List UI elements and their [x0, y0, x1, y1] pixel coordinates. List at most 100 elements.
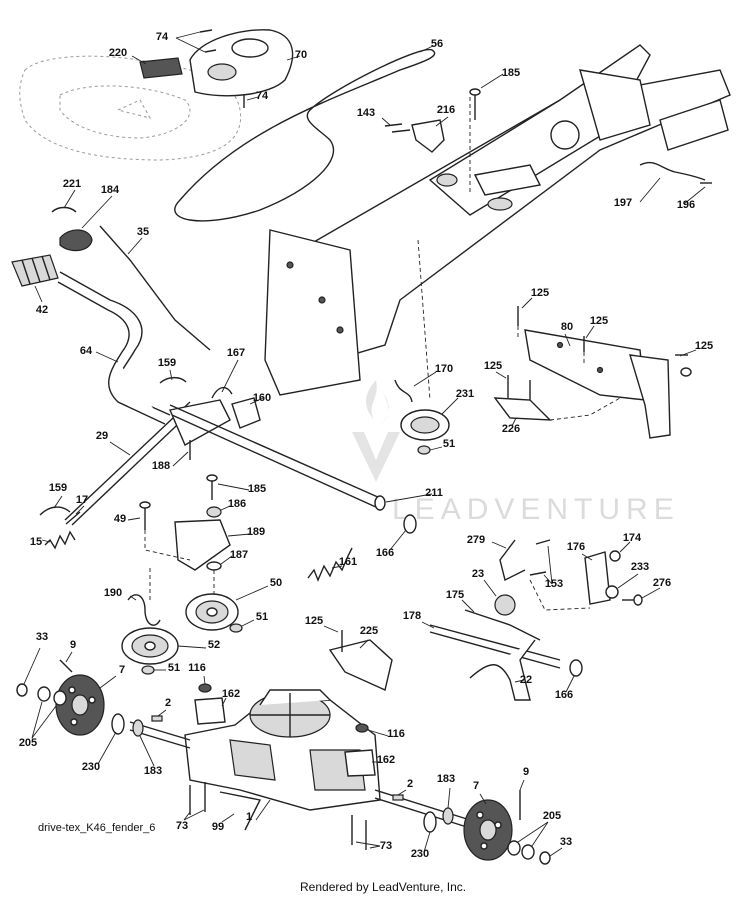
- callout-186[interactable]: 186: [228, 498, 246, 510]
- bracket-80[interactable]: [524, 329, 671, 439]
- callout-190[interactable]: 190: [104, 587, 122, 599]
- bracket-225[interactable]: [328, 639, 393, 691]
- callout-116[interactable]: 116: [188, 662, 206, 674]
- callout-196[interactable]: 196: [677, 199, 695, 211]
- axle-right[interactable]: [374, 789, 471, 829]
- hub-7-left[interactable]: [55, 674, 117, 736]
- callout-17[interactable]: 17: [76, 494, 88, 506]
- rod-29[interactable]: [64, 401, 196, 526]
- callout-184[interactable]: 184: [101, 184, 120, 196]
- callout-42[interactable]: 42: [36, 304, 48, 316]
- callout-74[interactable]: 74: [156, 31, 169, 43]
- callout-125[interactable]: 125: [695, 340, 713, 352]
- bolt-125-e[interactable]: [323, 625, 343, 652]
- bracket-160[interactable]: [231, 397, 264, 429]
- rod-99[interactable]: [219, 791, 262, 831]
- washers-205-right[interactable]: [507, 821, 549, 860]
- callout-143[interactable]: 143: [357, 107, 375, 119]
- transaxle-1[interactable]: [184, 689, 381, 821]
- pulley-231[interactable]: [400, 397, 459, 441]
- bolt-276[interactable]: [622, 587, 661, 606]
- callout-52[interactable]: 52: [208, 639, 220, 651]
- callout-35[interactable]: 35: [137, 226, 149, 238]
- callout-226[interactable]: 226: [502, 423, 520, 435]
- bolt-9-left[interactable]: [59, 651, 73, 673]
- callout-23[interactable]: 23: [472, 568, 484, 580]
- pin-159-lower[interactable]: [39, 495, 71, 516]
- washer-183-right[interactable]: [442, 787, 454, 825]
- washers-205-left[interactable]: [31, 686, 67, 739]
- callout-161[interactable]: 161: [339, 556, 357, 568]
- callout-2[interactable]: 2: [407, 778, 413, 790]
- spring-170[interactable]: [394, 371, 437, 403]
- callout-125[interactable]: 125: [484, 360, 502, 372]
- hub-7-right[interactable]: [463, 793, 513, 861]
- nut-51-upper[interactable]: [417, 445, 443, 455]
- callout-162[interactable]: 162: [222, 688, 240, 700]
- bolts-73-left[interactable]: [183, 782, 206, 821]
- bolt-49[interactable]: [127, 501, 151, 530]
- bolt-125-d[interactable]: [495, 371, 531, 400]
- callout-125[interactable]: 125: [531, 287, 549, 299]
- callout-70[interactable]: 70: [295, 49, 307, 61]
- bolt-196[interactable]: [683, 182, 712, 205]
- seal-116-right[interactable]: [355, 723, 389, 737]
- callout-185[interactable]: 185: [248, 483, 266, 495]
- callout-15[interactable]: 15: [30, 536, 42, 548]
- arm-188[interactable]: [169, 399, 231, 467]
- bolt-9-right[interactable]: [519, 779, 525, 820]
- callout-80[interactable]: 80: [561, 321, 573, 333]
- bolts-73-right[interactable]: [351, 815, 381, 850]
- arm-162-right[interactable]: [344, 749, 380, 777]
- callout-166[interactable]: 166: [555, 689, 573, 701]
- pulley-50[interactable]: [185, 585, 269, 631]
- bracket-226[interactable]: [493, 397, 552, 427]
- plate-189[interactable]: [174, 519, 251, 571]
- bracket-216[interactable]: [381, 116, 449, 153]
- callout-188[interactable]: 188: [152, 460, 170, 472]
- callout-49[interactable]: 49: [114, 513, 126, 525]
- callout-9[interactable]: 9: [523, 766, 529, 778]
- rod-35[interactable]: [99, 225, 211, 351]
- lever-279[interactable]: [491, 539, 526, 582]
- callout-189[interactable]: 189: [247, 526, 265, 538]
- rod-175[interactable]: [461, 599, 541, 641]
- pulley-52[interactable]: [121, 627, 207, 665]
- spacer-186[interactable]: [206, 505, 231, 518]
- clip-221[interactable]: [51, 189, 77, 213]
- callout-51[interactable]: 51: [256, 611, 268, 623]
- callout-225[interactable]: 225: [360, 625, 378, 637]
- rod-178[interactable]: [421, 621, 561, 669]
- washer-33-right[interactable]: [539, 847, 563, 865]
- washer-183-left[interactable]: [132, 719, 155, 767]
- arm-162-left[interactable]: [194, 697, 227, 725]
- callout-125[interactable]: 125: [590, 315, 608, 327]
- callout-279[interactable]: 279: [467, 534, 485, 546]
- callout-33[interactable]: 33: [560, 836, 572, 848]
- callout-187[interactable]: 187: [230, 549, 248, 561]
- fender-part[interactable]: [189, 29, 301, 97]
- bracket-176[interactable]: [581, 551, 611, 605]
- callout-183[interactable]: 183: [144, 765, 162, 777]
- callout-230[interactable]: 230: [82, 761, 100, 773]
- callout-205[interactable]: 205: [543, 810, 561, 822]
- spring-15[interactable]: [41, 530, 76, 550]
- bolt-125-c[interactable]: [675, 349, 697, 377]
- callout-159[interactable]: 159: [158, 357, 176, 369]
- callout-185[interactable]: 185: [502, 67, 520, 79]
- callout-174[interactable]: 174: [623, 532, 642, 544]
- washer-33-left[interactable]: [16, 647, 41, 697]
- lever-22[interactable]: [469, 639, 536, 701]
- clip-167[interactable]: [211, 359, 239, 399]
- spacer-230-left[interactable]: [97, 713, 125, 765]
- callout-7[interactable]: 7: [119, 664, 125, 676]
- callout-51[interactable]: 51: [168, 662, 180, 674]
- seal-116-left[interactable]: [198, 675, 212, 693]
- callout-51[interactable]: 51: [443, 438, 455, 450]
- callout-7[interactable]: 7: [473, 780, 479, 792]
- nut-51-low[interactable]: [141, 665, 166, 675]
- callout-170[interactable]: 170: [435, 363, 453, 375]
- callout-230[interactable]: 230: [411, 848, 429, 860]
- callout-205[interactable]: 205: [19, 737, 37, 749]
- drive-belt[interactable]: [174, 45, 436, 222]
